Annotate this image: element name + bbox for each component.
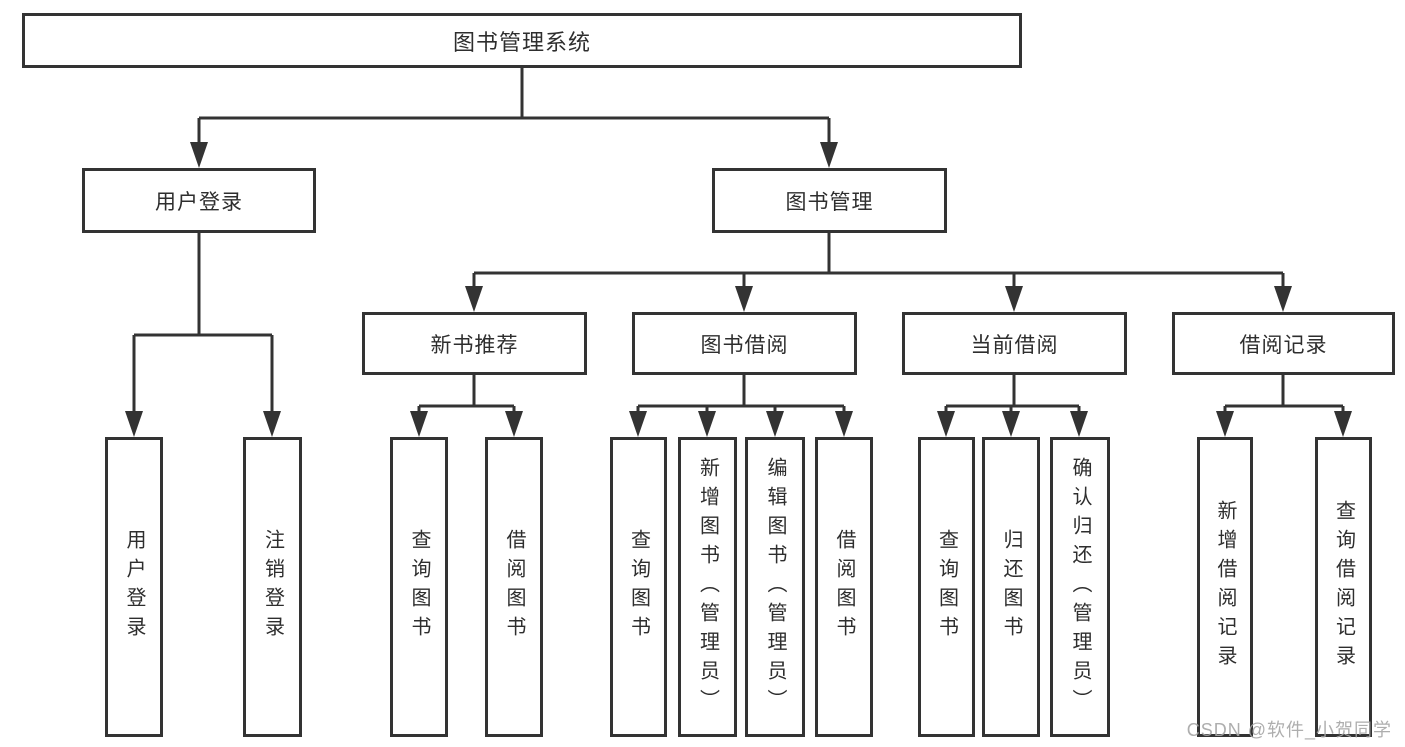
node-current-borrowing: 当前借阅 xyxy=(902,312,1127,375)
node-label: 查询图书 xyxy=(627,529,650,645)
leaf-current-query-book: 查询图书 xyxy=(918,437,975,737)
node-label: 确认归还（管理员） xyxy=(1069,456,1091,718)
arrowhead-icon xyxy=(410,411,428,437)
node-label: 归还图书 xyxy=(1000,529,1022,645)
arrowhead-icon xyxy=(698,411,716,437)
node-label: 图书管理 xyxy=(785,190,874,214)
node-label: 新增图书（管理员） xyxy=(696,456,719,718)
arrowhead-icon xyxy=(835,411,853,437)
node-label: 新书推荐 xyxy=(430,333,519,357)
arrowhead-icon xyxy=(820,142,838,168)
csdn-watermark: CSDN @软件_小贺同学 xyxy=(1186,720,1392,740)
arrowhead-icon xyxy=(1334,411,1352,437)
leaf-current-confirm-return: 确认归还（管理员） xyxy=(1050,437,1110,737)
connector-mgmt-to-level3 xyxy=(472,233,1285,293)
arrowhead-icon xyxy=(1005,286,1023,312)
connector-root-to-level2 xyxy=(197,68,831,150)
arrowhead-icon xyxy=(263,411,281,437)
node-new-book-recommend: 新书推荐 xyxy=(362,312,587,375)
leaf-records-add-record: 新增借阅记录 xyxy=(1197,437,1253,737)
node-system-root: 图书管理系统 xyxy=(22,13,1022,68)
leaf-current-return-book: 归还图书 xyxy=(982,437,1040,737)
node-label: 图书借阅 xyxy=(700,333,789,357)
leaf-recommend-query-book: 查询图书 xyxy=(390,437,448,737)
arrowhead-icon xyxy=(1002,411,1020,437)
connector-current-to-leaves xyxy=(944,375,1081,420)
arrowhead-icon xyxy=(505,411,523,437)
arrowhead-icon xyxy=(937,411,955,437)
node-label: 用户登录 xyxy=(155,190,243,214)
leaf-recommend-borrow-book: 借阅图书 xyxy=(485,437,543,737)
arrowhead-icon xyxy=(1274,286,1292,312)
node-label: 借阅图书 xyxy=(503,529,525,645)
node-book-borrowing: 图书借阅 xyxy=(632,312,857,375)
leaf-borrowing-add-book: 新增图书（管理员） xyxy=(678,437,737,737)
leaf-user-login: 用户登录 xyxy=(105,437,163,737)
node-label: 当前借阅 xyxy=(970,333,1059,357)
node-label: 查询借阅记录 xyxy=(1332,500,1355,674)
node-label: 编辑图书（管理员） xyxy=(764,456,786,718)
node-user-login: 用户登录 xyxy=(82,168,316,233)
node-label: 借阅图书 xyxy=(833,529,855,645)
arrowhead-icon xyxy=(735,286,753,312)
node-label: 查询图书 xyxy=(935,529,958,645)
leaf-borrowing-query-book: 查询图书 xyxy=(610,437,667,737)
leaf-borrowing-edit-book: 编辑图书（管理员） xyxy=(745,437,805,737)
arrowhead-icon xyxy=(190,142,208,168)
node-label: 新增借阅记录 xyxy=(1214,500,1236,674)
arrowhead-icon xyxy=(629,411,647,437)
connector-recommend-to-leaves xyxy=(417,375,516,420)
arrowhead-icon xyxy=(1216,411,1234,437)
node-label: 借阅记录 xyxy=(1239,333,1328,357)
leaf-borrowing-borrow-book: 借阅图书 xyxy=(815,437,873,737)
connector-records-to-leaves xyxy=(1223,375,1345,420)
connector-borrowing-to-leaves xyxy=(636,375,846,420)
node-label: 查询图书 xyxy=(408,529,430,645)
arrowhead-icon xyxy=(465,286,483,312)
node-label: 用户登录 xyxy=(123,529,145,645)
node-label: 注销登录 xyxy=(261,529,284,645)
leaf-records-query-record: 查询借阅记录 xyxy=(1315,437,1372,737)
node-borrowing-records: 借阅记录 xyxy=(1172,312,1395,375)
arrowhead-icon xyxy=(1070,411,1088,437)
node-book-management: 图书管理 xyxy=(712,168,947,233)
leaf-logout-login: 注销登录 xyxy=(243,437,302,737)
arrowhead-icon xyxy=(125,411,143,437)
arrowhead-icon xyxy=(766,411,784,437)
connector-userlogin-to-leaves xyxy=(132,233,274,418)
node-label: 图书管理系统 xyxy=(452,29,591,55)
